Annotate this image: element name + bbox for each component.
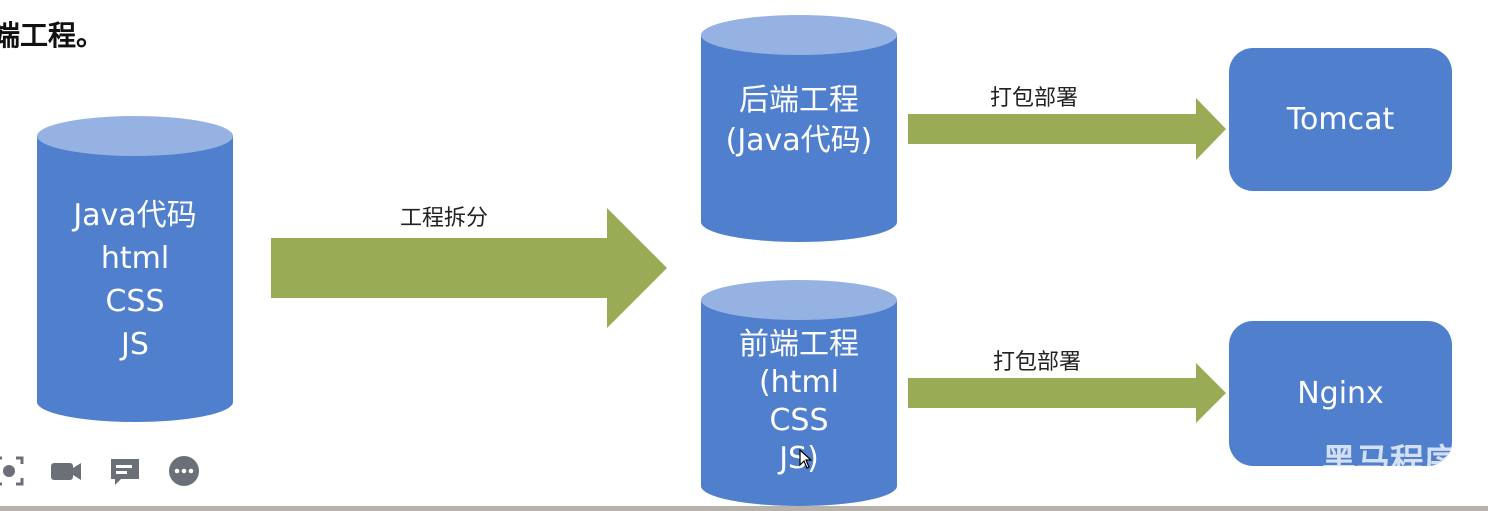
frontend-deploy-arrow [908, 363, 1226, 423]
watermark-text: 黑马程序 [1322, 442, 1458, 482]
split-arrow [271, 208, 667, 328]
source-code-line: CSS [105, 284, 165, 319]
source-code-cylinder: Java代码 html CSS JS [37, 116, 233, 422]
video-toolbar [0, 452, 220, 490]
server-label: Nginx [1297, 376, 1384, 411]
split-arrow-label: 工程拆分 [400, 206, 489, 231]
mouse-cursor-icon [799, 449, 813, 469]
frontend-line: 前端工程 [739, 327, 859, 362]
chat-icon[interactable] [106, 452, 144, 490]
backend-line: (Java代码) [725, 123, 873, 158]
cylinder-top [37, 116, 233, 156]
cylinder-top [701, 280, 897, 320]
backend-deploy-arrow [908, 98, 1226, 160]
frontend-line: (html [758, 365, 840, 400]
backend-line: 后端工程 [739, 83, 859, 118]
source-code-line: Java代码 [73, 198, 197, 233]
server-label: Tomcat [1286, 102, 1395, 137]
screenshot-icon[interactable] [0, 452, 28, 490]
frontend-line: CSS [769, 403, 829, 438]
backend-arrow-label: 打包部署 [990, 86, 1079, 111]
camera-icon[interactable] [47, 452, 85, 490]
source-code-line: html [100, 241, 170, 276]
frontend-cylinder: 前端工程 (html CSS JS) [701, 280, 897, 506]
cylinder-top [701, 15, 897, 55]
frontend-arrow-label: 打包部署 [993, 350, 1082, 375]
nginx-server-box: Nginx [1229, 321, 1452, 466]
source-code-line: JS [121, 327, 149, 362]
page-heading: 端工程。 [0, 19, 105, 52]
backend-cylinder: 后端工程 (Java代码) [701, 15, 897, 242]
more-icon[interactable] [165, 452, 203, 490]
bottom-border [0, 506, 1488, 511]
frontend-line: JS) [779, 441, 819, 476]
tomcat-server-box: Tomcat [1229, 48, 1452, 191]
